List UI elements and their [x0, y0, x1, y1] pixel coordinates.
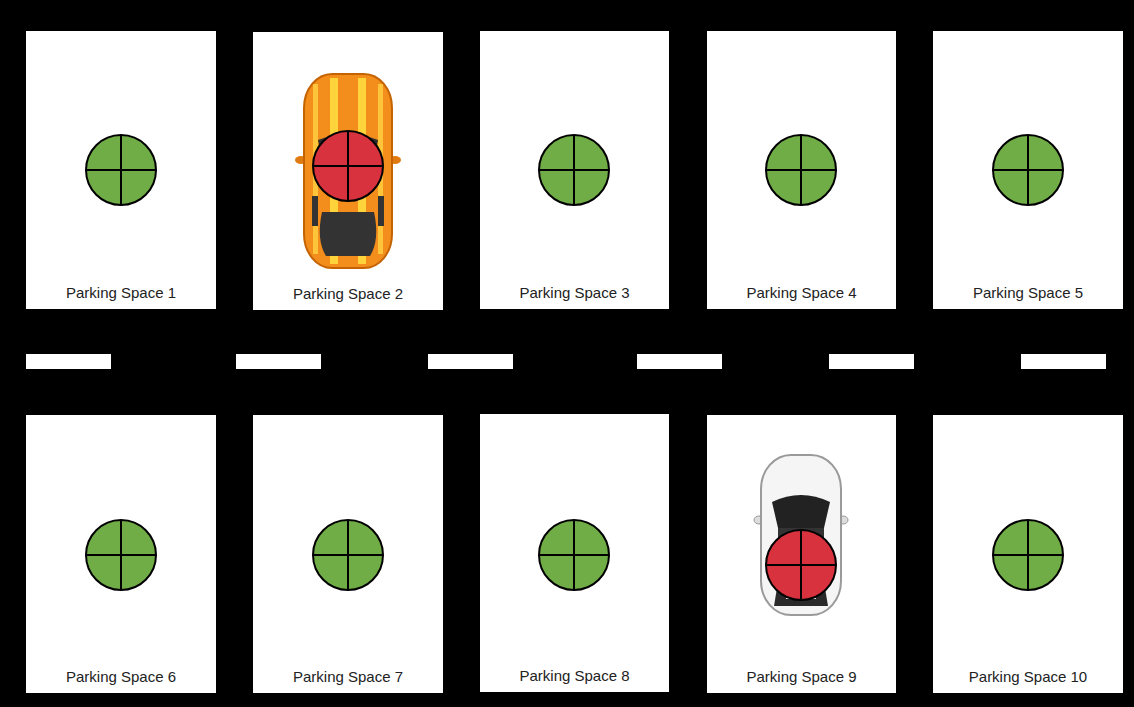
space-label: Parking Space 5 [973, 284, 1083, 302]
lane-dashes [26, 354, 1106, 369]
space-label: Parking Space 4 [746, 284, 856, 302]
parking-space: Parking Space 7 [253, 415, 443, 693]
free-marker [539, 520, 609, 590]
space-label: Parking Space 7 [293, 668, 403, 686]
car-body [304, 74, 392, 268]
parking-space: Parking Space 10 [933, 415, 1123, 693]
parking-space: Parking Space 3 [480, 31, 669, 309]
car-windshield [318, 134, 378, 170]
car-mirror [295, 156, 307, 164]
car-roof [778, 528, 824, 580]
car-windshield [772, 495, 830, 528]
parking-space: Parking Space 2 [253, 32, 443, 310]
parking-space: Parking Space 9 [707, 415, 896, 693]
space-label: Parking Space 3 [519, 284, 629, 302]
free-marker [539, 135, 609, 205]
space-label: Parking Space 10 [969, 668, 1087, 686]
space-label: Parking Space 1 [66, 284, 176, 302]
lane-dash [1021, 354, 1106, 369]
lane-dash [236, 354, 321, 369]
car-mirror [754, 516, 764, 524]
lane-dash [829, 354, 914, 369]
lane-dash [26, 354, 111, 369]
car-stripe [330, 78, 338, 264]
space-label: Parking Space 9 [746, 668, 856, 686]
lane-dash [428, 354, 513, 369]
parking-space: Parking Space 1 [26, 31, 216, 309]
car-side-vent [378, 196, 384, 226]
orange-car [295, 74, 401, 268]
car-body [761, 455, 841, 615]
car-vent-line [786, 586, 816, 590]
free-marker [993, 135, 1063, 205]
car-rear-window [774, 582, 828, 606]
free-marker [993, 520, 1063, 590]
free-marker [313, 520, 383, 590]
car-mirror [838, 516, 848, 524]
free-marker [766, 135, 836, 205]
free-marker [86, 135, 156, 205]
parking-space: Parking Space 6 [26, 415, 216, 693]
car-stripe [378, 84, 383, 254]
parking-space: Parking Space 8 [480, 414, 669, 692]
white-car [754, 455, 848, 615]
parking-space: Parking Space 5 [933, 31, 1123, 309]
status-markers [86, 131, 1063, 600]
car-side-vent [312, 196, 318, 226]
parking-space: Parking Space 4 [707, 31, 896, 309]
occupied-marker [766, 530, 836, 600]
space-label: Parking Space 2 [293, 285, 403, 303]
free-marker [86, 520, 156, 590]
lane-dash [637, 354, 722, 369]
car-mirror [389, 156, 401, 164]
occupied-marker [313, 131, 383, 201]
space-label: Parking Space 8 [519, 667, 629, 685]
car-stripe [313, 84, 318, 254]
car-rear-window [320, 212, 377, 256]
space-label: Parking Space 6 [66, 668, 176, 686]
car-stripe [358, 78, 366, 264]
car-vent-line [786, 595, 816, 599]
